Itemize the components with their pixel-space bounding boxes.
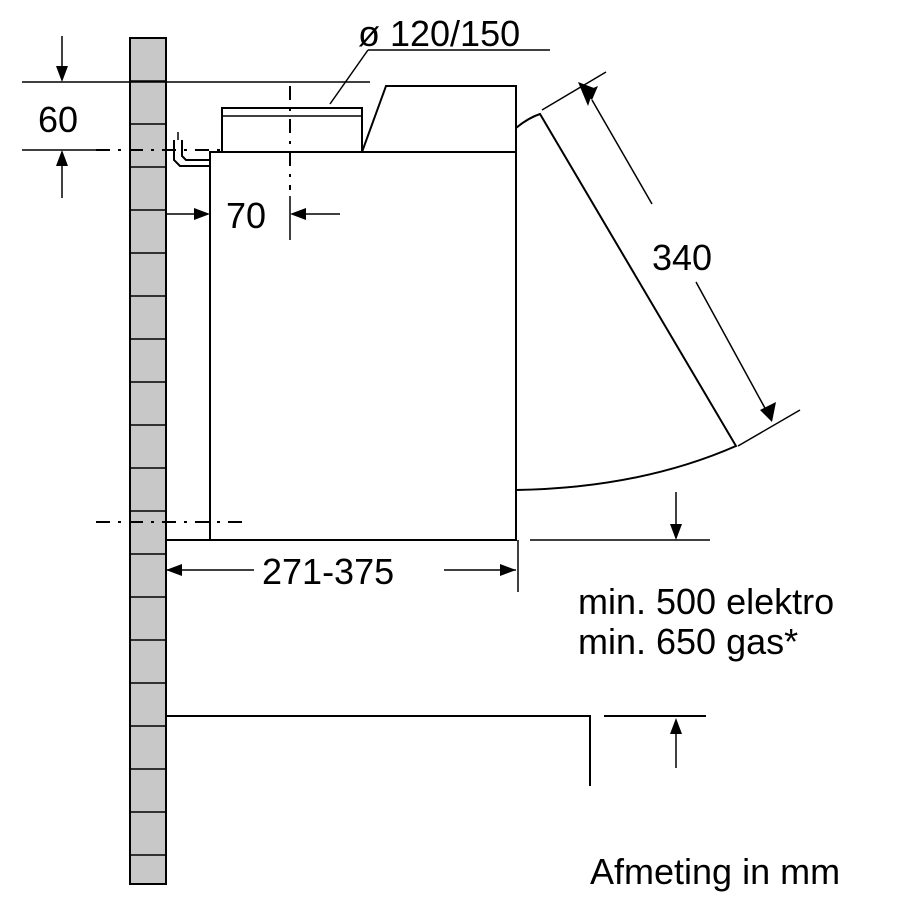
dimension-duct-diameter: ø 120/150 (329, 13, 550, 105)
worktop (166, 715, 706, 786)
center-lines (96, 86, 291, 523)
clearance-electric-label: min. 500 elektro (578, 581, 834, 622)
dimension-70: 70 (166, 195, 340, 240)
dimension-depth: 271-375 (166, 540, 519, 592)
dimension-60-label: 60 (38, 99, 78, 140)
duct-connector (221, 107, 363, 153)
dimension-340: 340 (541, 71, 801, 447)
brick-wall (129, 37, 167, 885)
hood-visor (515, 112, 738, 491)
clearance-gas-label: min. 650 gas* (578, 621, 798, 662)
dimension-clearance: min. 500 elektro min. 650 gas* (530, 492, 834, 768)
dimension-340-label: 340 (652, 237, 712, 278)
dimension-duct-diameter-label: ø 120/150 (358, 13, 520, 54)
dimension-depth-label: 271-375 (262, 551, 394, 592)
hood-top-housing (361, 85, 517, 153)
hood-body (166, 85, 517, 541)
dimension-60: 60 (22, 36, 370, 198)
units-note: Afmeting in mm (590, 851, 840, 892)
dimension-70-label: 70 (226, 195, 266, 236)
